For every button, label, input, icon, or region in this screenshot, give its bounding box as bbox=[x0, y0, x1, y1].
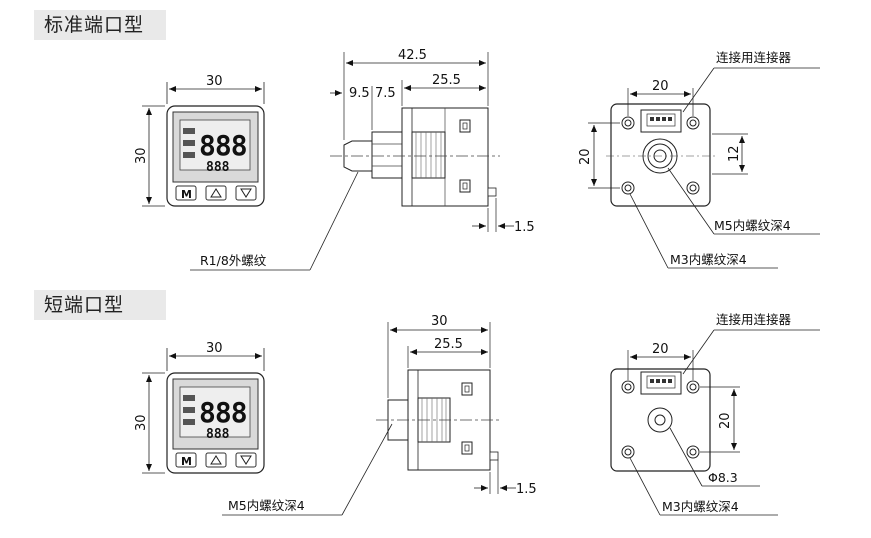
short-front-height: 30 bbox=[134, 414, 149, 431]
standard-front-height: 30 bbox=[134, 147, 149, 164]
short-front-width: 30 bbox=[206, 341, 223, 356]
standard-rear-port-label: M5内螺纹深4 bbox=[714, 218, 791, 233]
standard-connector-label: 连接用连接器 bbox=[716, 50, 792, 65]
main-display-digits: 888 bbox=[199, 129, 247, 162]
standard-rear-view: 20 20 12 连接用连接器 M5内螺纹深4 M3内螺纹深4 bbox=[578, 50, 820, 269]
standard-side-total: 42.5 bbox=[398, 48, 427, 63]
short-rear-view: 20 20 连接用连接器 Φ8.3 M3内螺纹深4 bbox=[610, 312, 820, 516]
short-mode-button-label: M bbox=[181, 455, 192, 468]
short-rear-mount-label: M3内螺纹深4 bbox=[662, 499, 739, 514]
standard-rear-width: 20 bbox=[652, 79, 669, 94]
standard-side-view: 42.5 25.5 9.5 7.5 1.5 R1/8外螺纹 bbox=[190, 48, 535, 271]
standard-side-tab: 1.5 bbox=[514, 220, 535, 235]
standard-side-hex: 7.5 bbox=[375, 86, 396, 101]
mode-button-label: M bbox=[181, 188, 192, 201]
standard-rear-mount-label: M3内螺纹深4 bbox=[670, 252, 747, 267]
standard-side-body: 25.5 bbox=[432, 73, 461, 88]
short-side-total: 30 bbox=[431, 314, 448, 329]
standard-rear-small: 12 bbox=[727, 145, 742, 162]
short-side-view: 30 25.5 1.5 M5内螺纹深4 bbox=[222, 314, 537, 516]
standard-front-view: 888 888 M 30 30 bbox=[134, 74, 265, 207]
short-front-view: 888 888 M 30 30 bbox=[134, 341, 265, 474]
short-rear-height: 20 bbox=[718, 412, 733, 429]
section-title-standard: 标准端口型 bbox=[34, 10, 166, 40]
short-connector-label: 连接用连接器 bbox=[716, 312, 792, 327]
short-rear-dia: Φ8.3 bbox=[708, 470, 738, 485]
standard-thread-label: R1/8外螺纹 bbox=[200, 253, 267, 268]
short-port-label: M5内螺纹深4 bbox=[228, 498, 305, 513]
short-main-display-digits: 888 bbox=[199, 396, 247, 429]
short-rear-width: 20 bbox=[652, 342, 669, 357]
standard-front-width: 30 bbox=[206, 74, 223, 89]
short-side-body: 25.5 bbox=[434, 337, 463, 352]
section-title-short: 短端口型 bbox=[34, 290, 166, 320]
standard-rear-height: 20 bbox=[578, 148, 593, 165]
short-side-tab: 1.5 bbox=[516, 482, 537, 497]
standard-side-port: 9.5 bbox=[349, 86, 370, 101]
sub-display-digits: 888 bbox=[206, 160, 230, 175]
short-sub-display-digits: 888 bbox=[206, 427, 230, 442]
